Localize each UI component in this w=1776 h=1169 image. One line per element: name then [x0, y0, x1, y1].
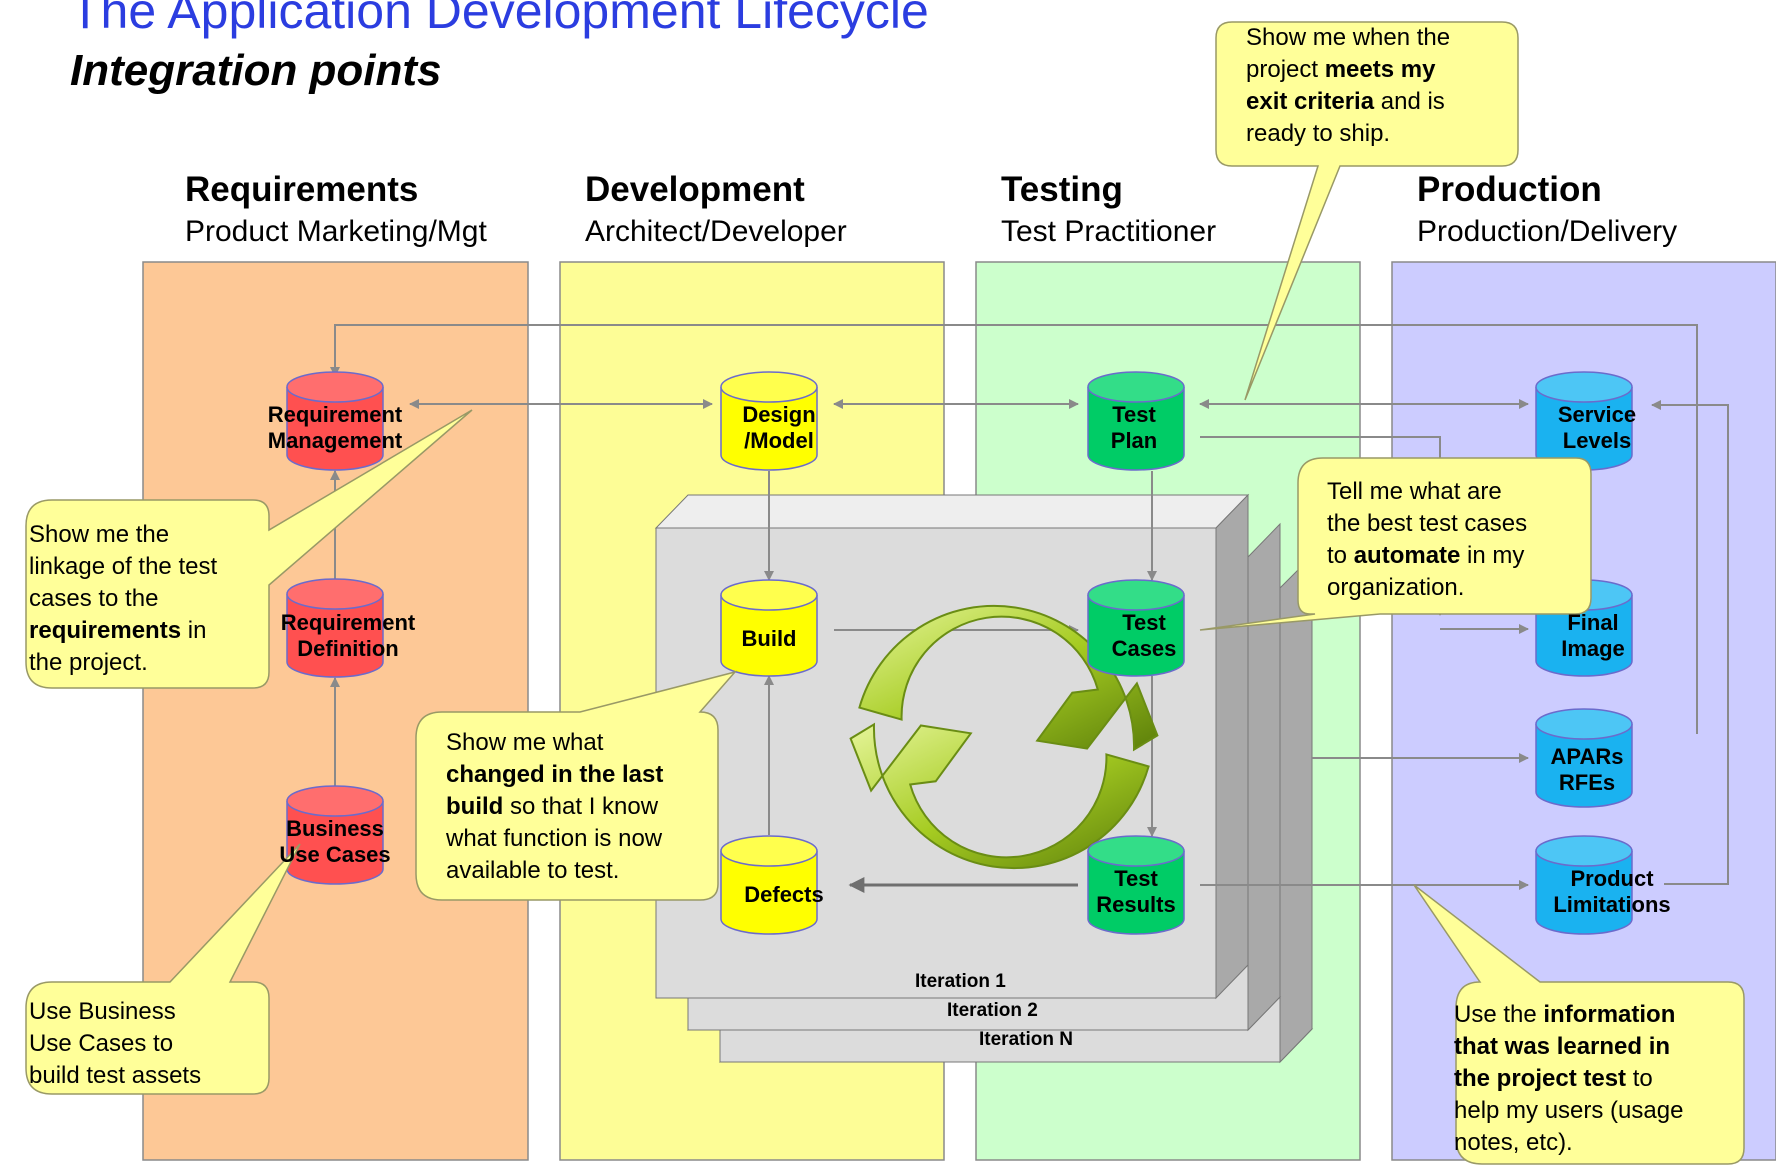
callout-line: Use Cases to	[29, 1030, 174, 1057]
lane-title-production: Production	[1417, 170, 1602, 209]
db-business-use-cases[interactable]	[286, 785, 384, 885]
callout-text-information: Use the information that was learned in …	[1454, 999, 1683, 1159]
node-label-requirement-management: Requirement Management	[267, 402, 403, 453]
callout-automate	[1199, 457, 1592, 631]
lane-subtitle-development: Architect/Developer	[585, 215, 847, 248]
callout-line-bold: automate	[1353, 542, 1461, 569]
connectors	[330, 324, 1729, 890]
page-subtitle: Integration points	[70, 46, 442, 95]
node-label-design-model: Design /Model	[742, 402, 816, 453]
callout-line: the project.	[29, 649, 148, 676]
node-label-test-cases: Test Cases	[1111, 610, 1177, 661]
connector-limitations-to-service	[1651, 400, 1729, 885]
db-test-results[interactable]	[1087, 835, 1185, 935]
node-label-requirement-definition: Requirement Definition	[280, 610, 416, 661]
callout-line: Use the	[1454, 1001, 1544, 1028]
callout-line: help my users (usage	[1454, 1097, 1684, 1124]
lane-subtitle-production: Production/Delivery	[1417, 215, 1678, 248]
node-label-build: Build	[741, 626, 797, 651]
callout-line: ready to ship.	[1246, 120, 1391, 147]
db-apars-rfes[interactable]	[1535, 708, 1633, 808]
db-test-plan[interactable]	[1087, 371, 1185, 471]
callout-text-automate: Tell me what are the best test cases to …	[1327, 476, 1527, 604]
callout-line-bold: changed in the last	[446, 761, 664, 788]
callout-line-bold: meets my	[1324, 56, 1436, 83]
callout-line: organization.	[1327, 574, 1465, 601]
callout-line-bold: exit criteria	[1246, 88, 1375, 115]
callout-line: and is	[1374, 88, 1445, 115]
callout-line: the best test cases	[1327, 510, 1528, 537]
db-defects[interactable]	[720, 835, 818, 935]
db-design-model[interactable]	[720, 371, 818, 471]
callout-linkage	[25, 409, 473, 689]
callout-line: cases to the	[29, 585, 159, 612]
page-title: The Application Development Lifecycle	[70, 0, 929, 39]
lane-title-development: Development	[585, 170, 805, 209]
iteration-label-2: Iteration 2	[947, 1000, 1038, 1021]
callout-line-bold: build	[446, 793, 504, 820]
callout-text-business-use-cases: Use Business Use Cases to build test ass…	[29, 996, 201, 1092]
db-test-cases[interactable]	[1087, 579, 1185, 677]
lane-subtitle-requirements: Product Marketing/Mgt	[185, 215, 487, 248]
db-requirement-management[interactable]	[286, 371, 384, 471]
callout-line-bold: information	[1543, 1001, 1676, 1028]
callout-line: Show me the	[29, 521, 170, 548]
db-build[interactable]	[720, 579, 818, 677]
db-product-limitations[interactable]	[1535, 835, 1633, 935]
callout-line-bold: the project test	[1454, 1065, 1627, 1092]
node-label-test-plan: Test Plan	[1110, 402, 1158, 453]
node-label-business-use-cases: Business Use Cases	[279, 816, 391, 867]
callout-line: in	[181, 617, 207, 644]
db-requirement-definition[interactable]	[286, 578, 384, 678]
lane-subtitle-testing: Test Practitioner	[1001, 215, 1217, 248]
callout-information	[1413, 884, 1745, 1165]
callout-text-exit-criteria: Show me when the project meets my exit c…	[1246, 22, 1450, 150]
iteration-label-n: Iteration N	[979, 1029, 1073, 1050]
callout-text-changed-build: Show me what changed in the last build s…	[446, 727, 663, 887]
db-service-levels[interactable]	[1535, 371, 1633, 471]
callout-line-bold: requirements	[29, 617, 182, 644]
node-label-final-image: Final Image	[1561, 610, 1625, 661]
lane-title-requirements: Requirements	[185, 170, 419, 209]
callout-line: to	[1327, 542, 1354, 569]
callout-line: project	[1246, 56, 1325, 83]
callout-line: what function is now	[446, 825, 663, 852]
callout-line: notes, etc).	[1454, 1129, 1573, 1156]
callout-changed-build	[415, 670, 738, 901]
node-label-test-results: Test Results	[1096, 866, 1176, 917]
callout-line: available to test.	[446, 857, 620, 884]
cycle-icon	[849, 604, 1159, 870]
callout-line: Show me when the	[1246, 24, 1451, 51]
callout-business-use-cases	[25, 843, 301, 1095]
callout-line: Show me what	[446, 729, 604, 756]
callout-line: in my	[1460, 542, 1525, 569]
callout-line: to	[1626, 1065, 1653, 1092]
callout-line: so that I know	[503, 793, 659, 820]
node-label-product-limitations: Product Limitations	[1553, 866, 1671, 917]
node-label-apars-rfes: APARs RFEs	[1550, 744, 1624, 795]
node-label-defects: Defects	[744, 882, 824, 907]
callout-line: Use Business	[29, 998, 176, 1025]
callout-line: build test assets	[29, 1062, 202, 1089]
node-label-service-levels: Service Levels	[1557, 402, 1637, 453]
callout-text-linkage: Show me the linkage of the test cases to…	[29, 519, 217, 679]
callout-exit-criteria	[1215, 21, 1519, 401]
callout-line: linkage of the test	[29, 553, 218, 580]
lane-title-testing: Testing	[1001, 170, 1123, 209]
iteration-label-1: Iteration 1	[915, 971, 1006, 992]
callout-line: Tell me what are	[1327, 478, 1502, 505]
connector-feedback-top	[330, 324, 1698, 734]
callout-line-bold: that was learned in	[1454, 1033, 1671, 1060]
